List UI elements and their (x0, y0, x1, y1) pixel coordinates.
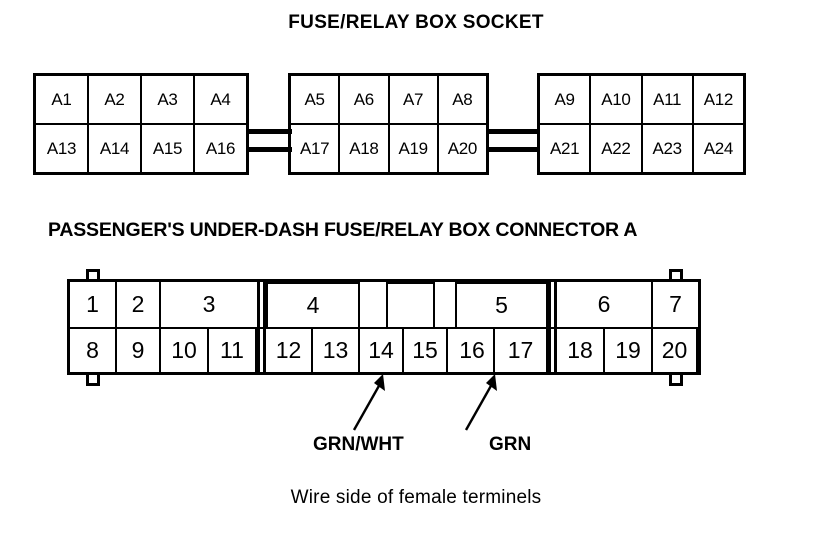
fuse-terminal-a7[interactable]: A7 (390, 76, 439, 123)
fuse-socket-group-3-top-row: A9 A10 A11 A12 (540, 76, 743, 125)
latch-tab-top-right (669, 269, 683, 280)
connector-group-separator-1a (257, 282, 260, 372)
connector-cavity-8[interactable]: 8 (70, 329, 117, 372)
fuse-terminal-a24[interactable]: A24 (703, 138, 734, 158)
connector-title: PASSENGER'S UNDER-DASH FUSE/RELAY BOX CO… (48, 219, 638, 241)
diagram-caption: Wire side of female terminels (290, 487, 542, 508)
latch-tab-top-left (86, 269, 100, 280)
connector-cavity-17[interactable]: 17 (495, 329, 548, 372)
connector-cavity-16[interactable]: 16 (451, 329, 495, 372)
connector-cavity-18[interactable]: 18 (557, 329, 605, 372)
socket-link-bar-1-bottom (246, 147, 292, 152)
latch-tab-bottom-left (86, 375, 100, 386)
socket-link-bar-2-top (486, 129, 540, 134)
connector-cavity-1[interactable]: 1 (70, 282, 117, 327)
fuse-socket-group-2-bottom-row: A17 A18 A19 A20 (291, 125, 486, 172)
fuse-terminal-a16[interactable]: A16 (205, 138, 236, 158)
connector-cavity-15[interactable]: 15 (404, 329, 448, 372)
fuse-socket-group-1-top-row: A1 A2 A3 A4 (36, 76, 246, 125)
connector-cavity-13[interactable]: 13 (313, 329, 360, 372)
connector-a-body: 1 2 3 4 5 6 7 8 9 10 11 12 13 14 15 16 1… (67, 279, 701, 375)
grn-wht-pointer-arrow (352, 374, 385, 431)
fuse-terminal-a2[interactable]: A2 (89, 76, 142, 123)
connector-group-separator-2b (554, 282, 557, 372)
connector-cavity-7[interactable]: 7 (669, 291, 682, 317)
connector-cavity-9[interactable]: 9 (117, 329, 161, 372)
wire-label-grn: GRN (489, 434, 532, 455)
fuse-terminal-a23[interactable]: A23 (643, 125, 694, 172)
connector-cavity-10[interactable]: 10 (161, 329, 209, 372)
connector-cavity-blank[interactable] (386, 282, 435, 327)
fuse-socket-group-1-bottom-row: A13 A14 A15 A16 (36, 125, 246, 172)
socket-link-bar-2-bottom (486, 147, 540, 152)
connector-cavity-19[interactable]: 19 (605, 329, 653, 372)
fuse-terminal-a17[interactable]: A17 (291, 125, 341, 172)
wire-label-grn-wht: GRN/WHT (313, 434, 404, 455)
connector-cavity-11[interactable]: 11 (209, 329, 257, 372)
connector-cavity-3[interactable]: 3 (202, 291, 216, 317)
fuse-terminal-a13[interactable]: A13 (36, 125, 89, 172)
fuse-terminal-a9[interactable]: A9 (540, 76, 592, 123)
fuse-socket-group-3: A9 A10 A11 A12 A21 A22 A23 A24 (537, 73, 746, 175)
socket-title: FUSE/RELAY BOX SOCKET (288, 12, 544, 33)
connector-group-separator-2a (548, 282, 551, 372)
fuse-socket-group-3-bottom-row: A21 A22 A23 A24 (540, 125, 743, 172)
fuse-terminal-a8[interactable]: A8 (452, 89, 473, 109)
connector-cavity-14[interactable]: 14 (360, 329, 404, 372)
connector-cavity-4[interactable]: 4 (266, 282, 360, 327)
connector-a-bottom-row: 8 9 10 11 12 13 14 15 16 17 18 19 20 (70, 327, 698, 372)
fuse-terminal-a1[interactable]: A1 (36, 76, 89, 123)
connector-cavity-5[interactable]: 5 (455, 282, 548, 327)
grn-pointer-arrow (464, 374, 497, 431)
fuse-terminal-a18[interactable]: A18 (340, 125, 390, 172)
fuse-terminal-a10[interactable]: A10 (591, 76, 643, 123)
fuse-socket-group-2: A5 A6 A7 A8 A17 A18 A19 A20 (288, 73, 489, 175)
under-dash-connector-a-diagram: PASSENGER'S UNDER-DASH FUSE/RELAY BOX CO… (48, 219, 701, 455)
fuse-socket-group-1: A1 A2 A3 A4 A13 A14 A15 A16 (33, 73, 249, 175)
fuse-terminal-a3[interactable]: A3 (142, 76, 195, 123)
fuse-terminal-a21[interactable]: A21 (540, 125, 592, 172)
connector-cavity-6[interactable]: 6 (557, 282, 653, 327)
connector-group-separator-1b (263, 282, 266, 372)
socket-link-bar-1-top (246, 129, 292, 134)
fuse-terminal-a15[interactable]: A15 (142, 125, 195, 172)
latch-tab-bottom-right (669, 375, 683, 386)
fuse-socket-group-2-top-row: A5 A6 A7 A8 (291, 76, 486, 125)
fuse-relay-box-socket-diagram: FUSE/RELAY BOX SOCKET A1 A2 A3 A4 A13 A1… (0, 0, 832, 200)
connector-cavity-2[interactable]: 2 (117, 282, 161, 327)
fuse-terminal-a20[interactable]: A20 (447, 138, 478, 158)
fuse-terminal-a22[interactable]: A22 (591, 125, 643, 172)
connector-a-top-row: 1 2 3 4 5 6 7 (70, 282, 698, 327)
fuse-terminal-a4[interactable]: A4 (210, 89, 231, 109)
fuse-terminal-a14[interactable]: A14 (89, 125, 142, 172)
fuse-terminal-a6[interactable]: A6 (340, 76, 390, 123)
connector-cavity-12[interactable]: 12 (266, 329, 313, 372)
fuse-terminal-a19[interactable]: A19 (390, 125, 439, 172)
connector-cavity-20[interactable]: 20 (653, 329, 698, 372)
fuse-terminal-a11[interactable]: A11 (643, 76, 694, 123)
fuse-terminal-a12[interactable]: A12 (703, 89, 734, 109)
fuse-terminal-a5[interactable]: A5 (291, 76, 341, 123)
